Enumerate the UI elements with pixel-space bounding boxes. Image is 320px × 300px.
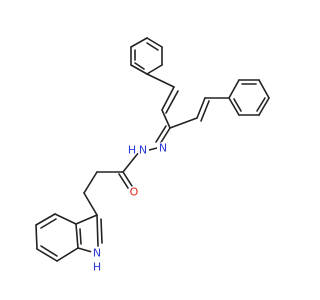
atom-nh-hydrazide: N H [126, 144, 149, 157]
vinyl-chain-left [146, 73, 179, 129]
atom-n-indole: N H [91, 247, 103, 274]
butyl-chain [83, 171, 124, 216]
phenyl-ring-right [228, 79, 270, 116]
indole-pyrrole-ring [75, 214, 103, 253]
atom-label-h-hydrazide: H [128, 144, 136, 157]
atom-n-hydrazone: N [157, 142, 169, 155]
indole-benzene-ring [35, 213, 82, 262]
atom-o-carbonyl: O [128, 186, 140, 199]
vinyl-chain-right [169, 97, 230, 129]
phenyl-ring-left [130, 37, 163, 75]
atom-label-n-hydrazone: N [159, 142, 167, 155]
atom-label-n-hydrazide: N [139, 144, 147, 157]
hydrazide-group [118, 151, 140, 189]
atom-label-h-indole: H [93, 261, 101, 274]
atom-label-o-carbonyl: O [130, 186, 139, 199]
atom-label-n-indole: N [93, 247, 101, 260]
molecule-structure-diagram: N N H O N H [35, 37, 270, 274]
hydrazone-linkage [148, 125, 171, 151]
